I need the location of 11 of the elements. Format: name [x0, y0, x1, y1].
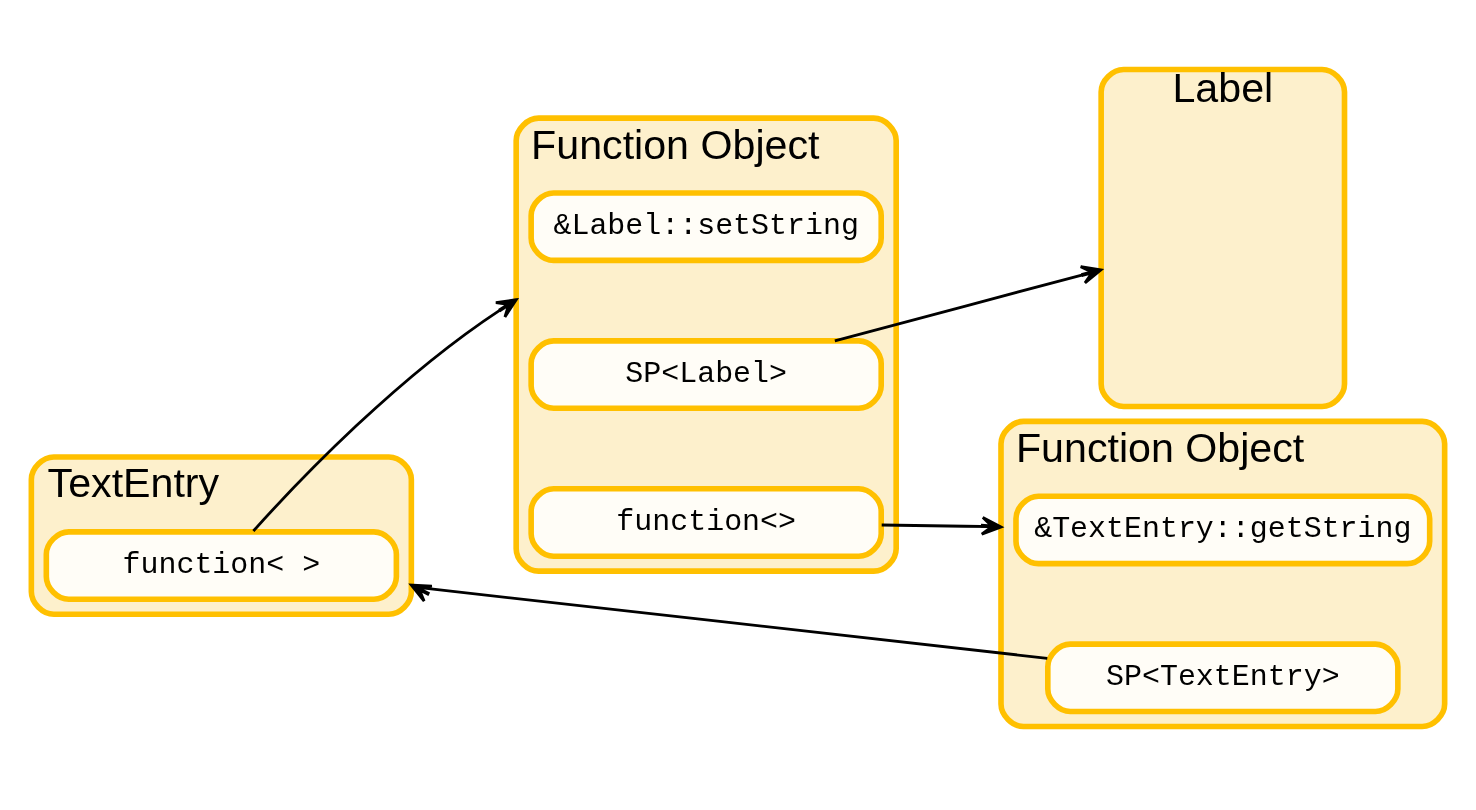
node-box: Label — [1098, 66, 1348, 409]
arrow — [881, 515, 1003, 536]
arrow — [834, 264, 1103, 342]
node-box: SP<Label> — [528, 337, 884, 411]
node-box: &TextEntry::getString — [1013, 493, 1433, 566]
node-box: function< > — [43, 528, 400, 602]
node-box: function<> — [528, 485, 884, 559]
arrow — [409, 583, 1048, 660]
arrow — [252, 297, 518, 532]
node-box: SP<TextEntry> — [1045, 640, 1401, 714]
node-box: &Label::setString — [528, 189, 884, 263]
